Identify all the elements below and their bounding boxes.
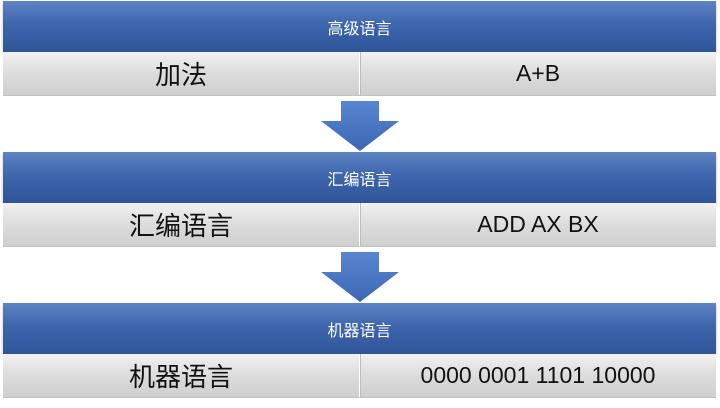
left-cell: 汇编语言 [3, 203, 360, 246]
right-cell: 0000 0001 1101 10000 [420, 362, 656, 388]
left-cell: 机器语言 [3, 354, 360, 397]
block-row: 加法 A+B [3, 52, 716, 96]
down-arrow-icon [321, 252, 399, 302]
block-row: 汇编语言 ADD AX BX [3, 203, 716, 247]
down-arrow-icon [321, 101, 399, 151]
block-row: 机器语言 0000 0001 1101 10000 [3, 354, 716, 398]
block-assembly-language: 汇编语言 汇编语言 ADD AX BX [3, 152, 716, 247]
right-cell: ADD AX BX [477, 211, 599, 237]
left-cell: 加法 [3, 52, 360, 95]
block-header: 机器语言 [3, 303, 716, 354]
right-cell: A+B [515, 60, 561, 86]
block-header: 汇编语言 [3, 152, 716, 203]
block-high-level-language: 高级语言 加法 A+B [3, 1, 716, 96]
block-header: 高级语言 [3, 1, 716, 52]
block-machine-language: 机器语言 机器语言 0000 0001 1101 10000 [3, 303, 716, 398]
